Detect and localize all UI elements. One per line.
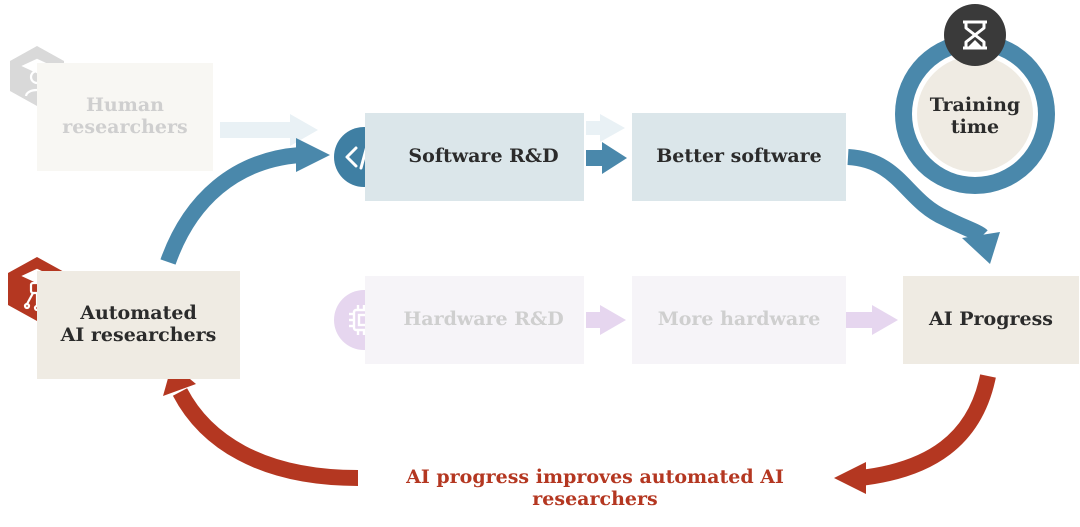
ai-progress-node: AI Progress: [903, 276, 1079, 364]
arrowhead-automated-to-software: [296, 138, 330, 172]
software-rd-label: Software R&D: [408, 145, 559, 168]
arrow-morehw-to-aiprogress: [846, 305, 898, 335]
arrow-software-to-better-faded: [586, 114, 625, 142]
arrow-human-to-software: [220, 114, 318, 146]
automated-ai-researchers-label: Automated AI researchers: [60, 302, 217, 346]
feedback-arrowhead-left: [834, 462, 866, 494]
human-researchers-node: Human researchers: [37, 63, 213, 171]
ai-progress-label: AI Progress: [929, 308, 1053, 331]
feedback-curve: [859, 374, 996, 486]
more-hardware-node: More hardware: [632, 276, 846, 364]
feedback-curve-left: [172, 388, 359, 486]
training-disc: [917, 56, 1033, 172]
better-software-label: Better software: [656, 145, 822, 168]
automated-ai-researchers-node: Automated AI researchers: [37, 271, 240, 379]
arrow-software-to-better: [586, 142, 627, 174]
feedback-label: AI progress improves automated AI resear…: [406, 466, 784, 510]
arrow-better-to-aiprogress: [847, 149, 988, 243]
hourglass-icon: [963, 20, 987, 50]
better-software-node: Better software: [632, 113, 846, 201]
arrow-automated-to-software: [160, 147, 301, 265]
hardware-rd-node: Hardware R&D: [365, 276, 584, 364]
arrow-hardware-to-morehw: [586, 305, 626, 335]
hardware-rd-label: Hardware R&D: [403, 308, 564, 331]
more-hardware-label: More hardware: [657, 308, 821, 331]
human-researchers-label: Human researchers: [62, 94, 188, 138]
training-time-label: Training time: [929, 94, 1021, 138]
arrowhead-better-to-aiprogress: [962, 232, 1000, 264]
software-rd-node: Software R&D: [365, 113, 584, 201]
